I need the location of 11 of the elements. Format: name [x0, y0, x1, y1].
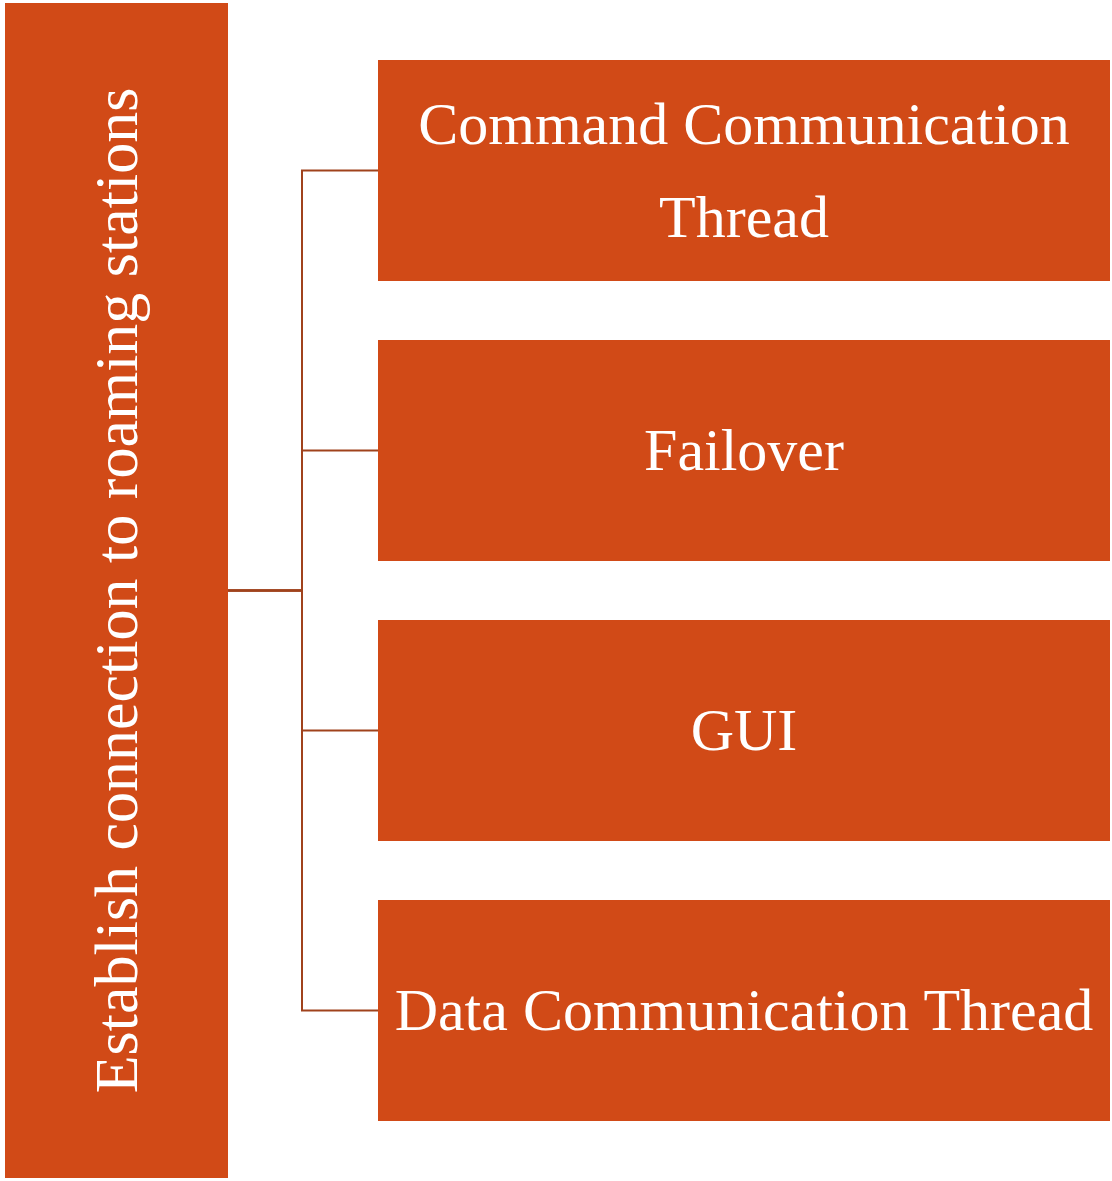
box-text: Data Communication Thread	[393, 976, 1095, 1045]
box-text: Failover	[643, 416, 845, 485]
vertical-process-box	[5, 3, 228, 1178]
box-text: Establish connection to roaming stations	[81, 86, 152, 1096]
process-box	[378, 900, 1110, 1121]
process-box	[378, 620, 1110, 841]
box-text: GUI	[689, 696, 799, 765]
box-text: Command Communication Thread	[417, 89, 1071, 252]
process-box	[378, 60, 1110, 281]
process-box	[378, 340, 1110, 561]
connector-line	[227, 589, 379, 1012]
